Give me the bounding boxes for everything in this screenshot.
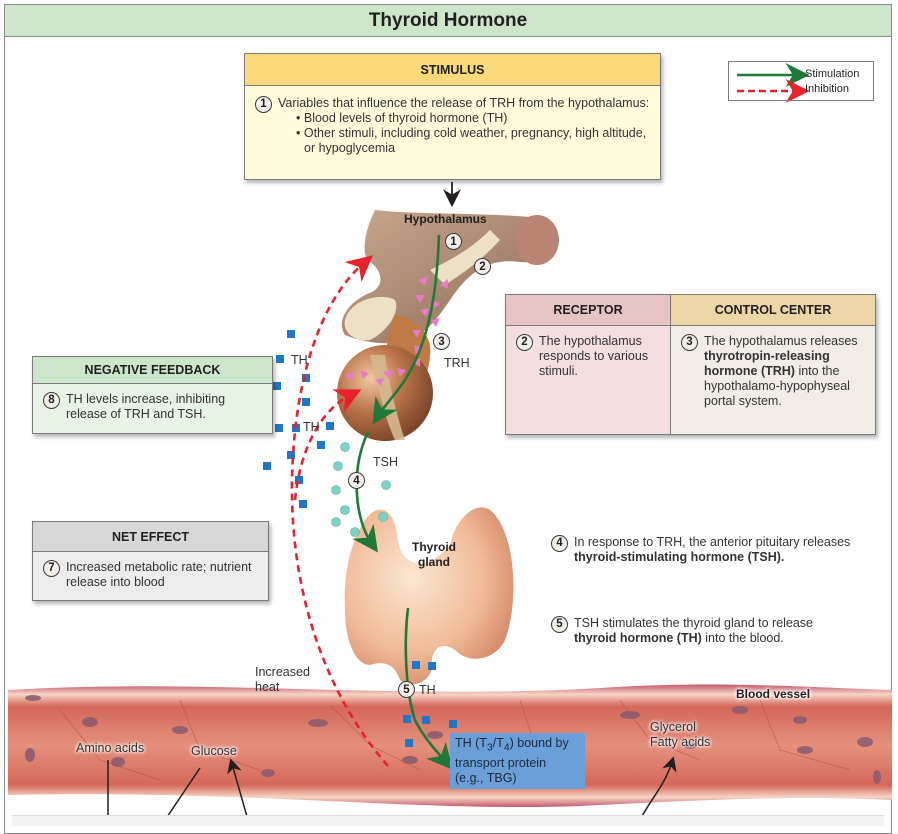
step-marker-8: 8 [43,392,60,409]
glucose-arrow [227,758,249,820]
control-center-header: CONTROL CENTER [671,295,875,326]
negative-feedback-box: NEGATIVE FEEDBACK 8 TH levels increase, … [32,356,273,434]
trh-label: TRH [444,356,470,370]
diagram-step-2: 2 [474,258,491,275]
step-5-text: TSH stimulates the thyroid gland to rele… [574,616,814,645]
blood-vessel-label: Blood vessel [736,687,811,701]
receptor-text: The hypothalamus responds to various sti… [539,334,649,378]
tbg-line-3: (e.g., TBG) [455,770,517,785]
control-center-text: The hypothalamus releases thyrotropin-re… [704,334,858,408]
legend-stimulation-label: Stimulation [805,68,860,80]
th-label: TH [291,353,308,367]
tsh-particles [331,442,391,537]
stimulation-path-tsh [352,431,379,553]
glycerol-label: Glycerol [650,720,696,734]
bottom-panel-edge [12,815,884,826]
negative-feedback-text: TH levels increase, inhibiting release o… [66,392,226,421]
step-marker-7: 7 [43,560,60,577]
glucose-line [164,767,201,820]
hypothalamus-label: Hypothalamus [404,212,487,226]
tbg-line-2: transport protein [455,755,547,770]
thyroid-gland-label: Thyroid [412,540,456,554]
stimulus-text: Variables that influence the release of … [278,96,650,110]
step-4-text: In response to TRH, the anterior pituita… [574,535,851,564]
diagram-step-4: 4 [348,472,365,489]
negative-feedback-header: NEGATIVE FEEDBACK [33,357,272,384]
net-effect-header: NET EFFECT [33,522,268,552]
stimulus-bullets: Blood levels of thyroid hormone (TH) Oth… [278,111,652,156]
receptor-control-center-box: RECEPTOR 2 The hypothalamus responds to … [505,294,876,435]
diagram-step-3: 3 [433,333,450,350]
inhibition-path-pituitary [293,389,362,501]
step-4-note: 4 In response to TRH, the anterior pitui… [551,535,851,565]
diagram-step-5: 5 [398,681,415,698]
fatty-acids-label: Fatty acids [650,735,711,749]
thyroid-gland-label: gland [418,555,450,569]
diagram-step-1: 1 [445,233,462,250]
step-marker-3: 3 [681,334,698,351]
stimulus-box: STIMULUS 1 Variables that influence the … [244,53,661,180]
legend-inhibition-label: Inhibition [805,83,850,95]
step-marker-1: 1 [255,96,272,113]
page-title: Thyroid Hormone [4,4,892,37]
trh-particles [345,276,448,386]
tsh-label: TSH [373,455,398,469]
amino-acids-label: Amino acids [76,741,145,755]
step-marker-5: 5 [551,616,568,633]
transport-protein-box: TH (T3/T4) bound by transport protein (e… [450,733,585,789]
th-label: TH [419,683,436,697]
control-center-panel: CONTROL CENTER 3 The hypothalamus releas… [671,295,875,434]
glucose-label: Glucose [191,744,237,758]
stimulation-path-trh [372,234,441,425]
stimulus-bullet: Other stimuli, including cold weather, p… [296,126,652,156]
net-effect-text: Increased metabolic rate; nutrient relea… [66,560,252,589]
stimulus-bullet: Blood levels of thyroid hormone (TH) [296,111,652,126]
glycerol-arrow [639,756,677,820]
receptor-panel: RECEPTOR 2 The hypothalamus responds to … [506,295,671,434]
step-5-note: 5 TSH stimulates the thyroid gland to re… [551,616,851,646]
thyroid-gland-shape [344,507,514,685]
increased-heat-label: heat [255,680,280,694]
stimulation-path-th [404,607,453,770]
tbg-line-1: TH (T3/T4) bound by [455,736,569,754]
step-marker-2: 2 [516,334,533,351]
legend: Stimulation Inhibition [728,61,874,101]
th-label: TH [303,420,320,434]
net-effect-box: NET EFFECT 7 Increased metabolic rate; n… [32,521,269,601]
increased-heat-label: Increased [255,665,310,679]
receptor-header: RECEPTOR [506,295,670,326]
step-marker-4: 4 [551,535,568,552]
stimulus-header: STIMULUS [245,54,660,86]
